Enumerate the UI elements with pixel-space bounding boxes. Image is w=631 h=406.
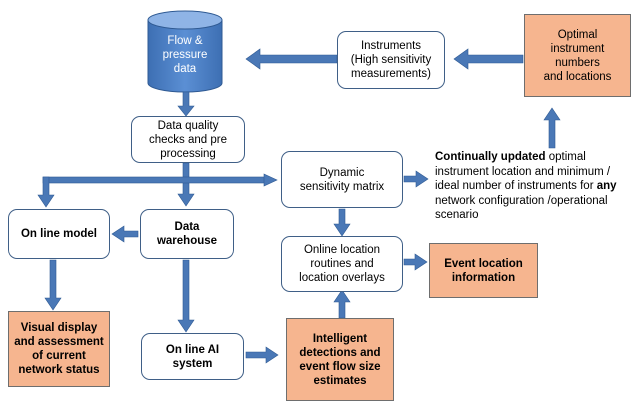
online-ai-system-box: On line AI system — [141, 333, 244, 380]
arrow-ai-to-intelligent — [245, 346, 279, 364]
arrow-database-to-dataquality — [177, 91, 195, 117]
online-model-box: On line model — [8, 209, 110, 259]
bus-line — [42, 176, 267, 184]
intelligent-detections-box: Intelligent detections and event flow si… — [286, 318, 394, 401]
arrow-instruments-to-database — [245, 48, 338, 70]
note-line-4: network configuration /operational — [435, 194, 608, 207]
visual-display-box: Visual display and assessment of current… — [8, 311, 110, 387]
note-line-1-rest: optimal — [545, 151, 586, 163]
online-location-routines-box: Online location routines and location ov… — [281, 236, 403, 292]
arrow-dataquality-to-warehouse — [177, 162, 195, 207]
arrow-note-to-optimal — [543, 107, 561, 149]
optimal-instruments-box: Optimal instrument numbers and locations — [524, 14, 631, 97]
data-quality-box: Data quality checks and pre processing — [131, 116, 245, 163]
note-line-1: Continually updated optimal — [435, 150, 631, 165]
arrow-location-to-event — [403, 253, 428, 271]
event-location-information-box: Event location information — [429, 243, 538, 298]
instruments-box: Instruments (High sensitivity measuremen… — [337, 31, 445, 89]
arrow-onlinemodel-to-visual — [44, 259, 62, 311]
note-line-2: instrument location and minimum / — [435, 165, 611, 178]
arrow-sensitivity-to-location — [333, 208, 351, 237]
arrow-bus-to-onlinemodel — [37, 176, 55, 208]
arrow-intelligent-to-location — [333, 289, 351, 319]
note-bold-continually: Continually updated — [435, 151, 546, 163]
note-line-5: scenario — [435, 209, 479, 222]
continually-updated-note: Continually updated optimal instrument l… — [435, 150, 631, 223]
arrow-optimal-to-instruments — [453, 48, 524, 70]
arrow-warehouse-to-onlinemodel — [111, 225, 139, 243]
note-bold-any: any — [596, 180, 617, 193]
note-line-3-text: ideal number of instruments for — [435, 180, 597, 193]
arrow-sensitivity-to-note — [403, 170, 429, 188]
data-warehouse-box: Data warehouse — [140, 209, 234, 259]
dynamic-sensitivity-matrix-box: Dynamic sensitivity matrix — [281, 151, 403, 208]
arrow-bus-to-sensitivity — [263, 173, 278, 187]
note-line-3: ideal number of instruments for any — [435, 179, 631, 194]
arrow-warehouse-to-ai — [177, 259, 195, 333]
flow-pressure-data-label: Flow & pressure data — [162, 35, 208, 75]
database-cylinder-icon — [147, 10, 223, 93]
